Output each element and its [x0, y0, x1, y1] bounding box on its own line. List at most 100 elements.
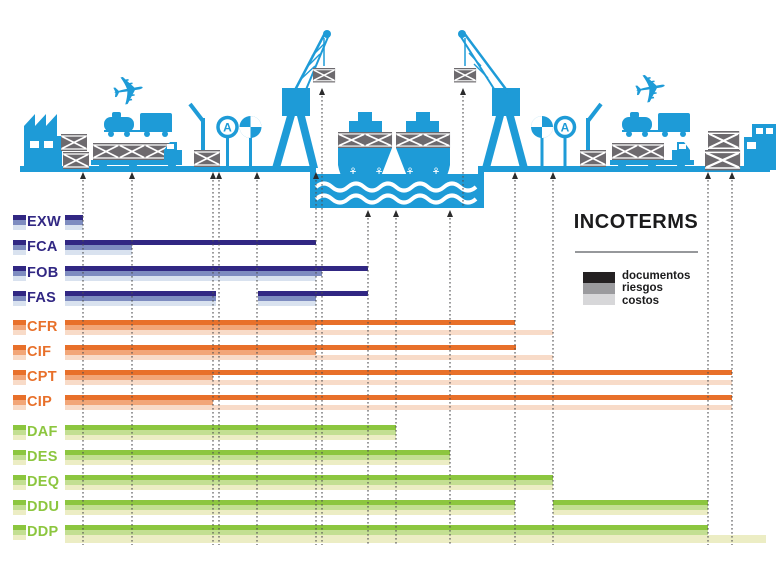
term-label-DEQ: DEQ	[27, 474, 60, 490]
row-key-swatch-CIP	[13, 395, 26, 400]
bar-DDU-costos	[65, 510, 515, 515]
term-label-CIF: CIF	[27, 344, 52, 360]
page-title: INCOTERMS	[573, 211, 699, 233]
row-key-swatch-CPT	[13, 380, 26, 385]
bar-DEQ-documentos	[65, 475, 553, 480]
row-key-swatch-DDP	[13, 535, 26, 540]
bar-FAS-riesgos	[258, 296, 316, 301]
bar-DDU-costos	[553, 510, 708, 515]
row-key-swatch-FAS	[13, 291, 26, 296]
bar-EXW-riesgos	[65, 220, 83, 225]
bar-CPT-costos	[65, 380, 732, 385]
bar-DAF-costos	[65, 435, 396, 440]
bar-FCA-riesgos	[65, 245, 132, 250]
row-key-swatch-CFR	[13, 325, 26, 330]
bar-DDU-riesgos	[553, 505, 708, 510]
legend-swatch-riesgos	[583, 283, 615, 294]
bar-DDP-costos	[65, 535, 766, 543]
bar-FAS-riesgos	[65, 296, 216, 301]
bar-DAF-riesgos	[65, 430, 396, 435]
bar-DAF-documentos	[65, 425, 396, 430]
bar-DDP-documentos	[65, 525, 708, 530]
bar-DDP-riesgos	[65, 530, 708, 535]
row-key-swatch-DEQ	[13, 475, 26, 480]
row-key-swatch-CIF	[13, 350, 26, 355]
row-key-swatch-DDU	[13, 505, 26, 510]
row-key-swatch-FCA	[13, 250, 26, 255]
bar-CIP-costos	[65, 405, 732, 410]
term-label-DES: DES	[27, 449, 58, 465]
row-key-swatch-EXW	[13, 220, 26, 225]
bar-CIP-riesgos	[65, 400, 213, 405]
row-key-swatch-DES	[13, 450, 26, 455]
row-key-swatch-FOB	[13, 276, 26, 281]
bar-FOB-costos	[65, 276, 316, 281]
legend-swatch	[583, 272, 615, 305]
term-label-DDU: DDU	[27, 499, 60, 515]
bar-CIF-costos	[65, 355, 553, 360]
row-key-swatch-FOB	[13, 271, 26, 276]
row-key-swatch-DEQ	[13, 485, 26, 490]
bar-FOB-documentos	[65, 266, 368, 271]
row-key-swatch-DDU	[13, 500, 26, 505]
row-key-swatch-DAF	[13, 435, 26, 440]
row-key-swatch-FCA	[13, 245, 26, 250]
bar-FCA-costos	[65, 250, 132, 255]
legend-label-documentos: documentos	[622, 270, 691, 282]
bar-FCA-documentos	[65, 240, 316, 245]
row-key-swatch-DDU	[13, 510, 26, 515]
legend-label-riesgos: riesgos	[622, 282, 663, 295]
row-key-swatch-CFR	[13, 320, 26, 325]
bar-FAS-documentos	[258, 291, 368, 296]
row-key-swatch-CPT	[13, 370, 26, 375]
row-key-swatch-FOB	[13, 266, 26, 271]
row-key-swatch-DAF	[13, 425, 26, 430]
bar-FAS-costos	[65, 301, 216, 306]
row-key-swatch-DAF	[13, 430, 26, 435]
row-key-swatch-DES	[13, 460, 26, 465]
term-label-CPT: CPT	[27, 369, 57, 385]
legend-swatch-costos	[583, 294, 615, 305]
term-label-CFR: CFR	[27, 319, 58, 335]
bar-EXW-documentos	[65, 215, 83, 220]
term-label-FAS: FAS	[27, 290, 57, 306]
row-key-swatch-EXW	[13, 225, 26, 230]
bar-FOB-riesgos	[65, 271, 322, 276]
legend-swatch-documentos	[583, 272, 615, 283]
bar-CIP-documentos	[65, 395, 732, 400]
row-key-swatch-EXW	[13, 215, 26, 220]
row-key-swatch-FAS	[13, 296, 26, 301]
row-key-swatch-CIF	[13, 355, 26, 360]
bar-CPT-documentos	[65, 370, 732, 375]
row-key-swatch-CFR	[13, 330, 26, 335]
bar-FAS-documentos	[65, 291, 216, 296]
row-key-swatch-FCA	[13, 240, 26, 245]
bar-CFR-riesgos	[65, 325, 316, 330]
row-key-swatch-CIP	[13, 400, 26, 405]
row-key-swatch-DDP	[13, 525, 26, 530]
legend-label-costos: costos	[622, 294, 660, 307]
row-key-swatch-CIF	[13, 345, 26, 350]
bar-CPT-riesgos	[65, 375, 213, 380]
bar-CFR-costos	[65, 330, 553, 335]
term-label-FOB: FOB	[27, 265, 59, 281]
bar-CFR-documentos	[65, 320, 515, 325]
row-key-swatch-DDP	[13, 530, 26, 535]
term-label-CIP: CIP	[27, 394, 53, 410]
row-key-swatch-CPT	[13, 375, 26, 380]
bar-DDU-documentos	[553, 500, 708, 505]
bar-DES-costos	[65, 460, 450, 465]
term-label-FCA: FCA	[27, 239, 58, 255]
bar-FAS-costos	[258, 301, 316, 306]
bar-EXW-costos	[65, 225, 83, 230]
term-label-EXW: EXW	[27, 214, 61, 230]
bar-CIF-riesgos	[65, 350, 316, 355]
row-key-swatch-FAS	[13, 301, 26, 306]
row-key-swatch-DES	[13, 455, 26, 460]
term-label-DDP: DDP	[27, 524, 59, 540]
bar-DDU-riesgos	[65, 505, 515, 510]
row-key-swatch-CIP	[13, 405, 26, 410]
